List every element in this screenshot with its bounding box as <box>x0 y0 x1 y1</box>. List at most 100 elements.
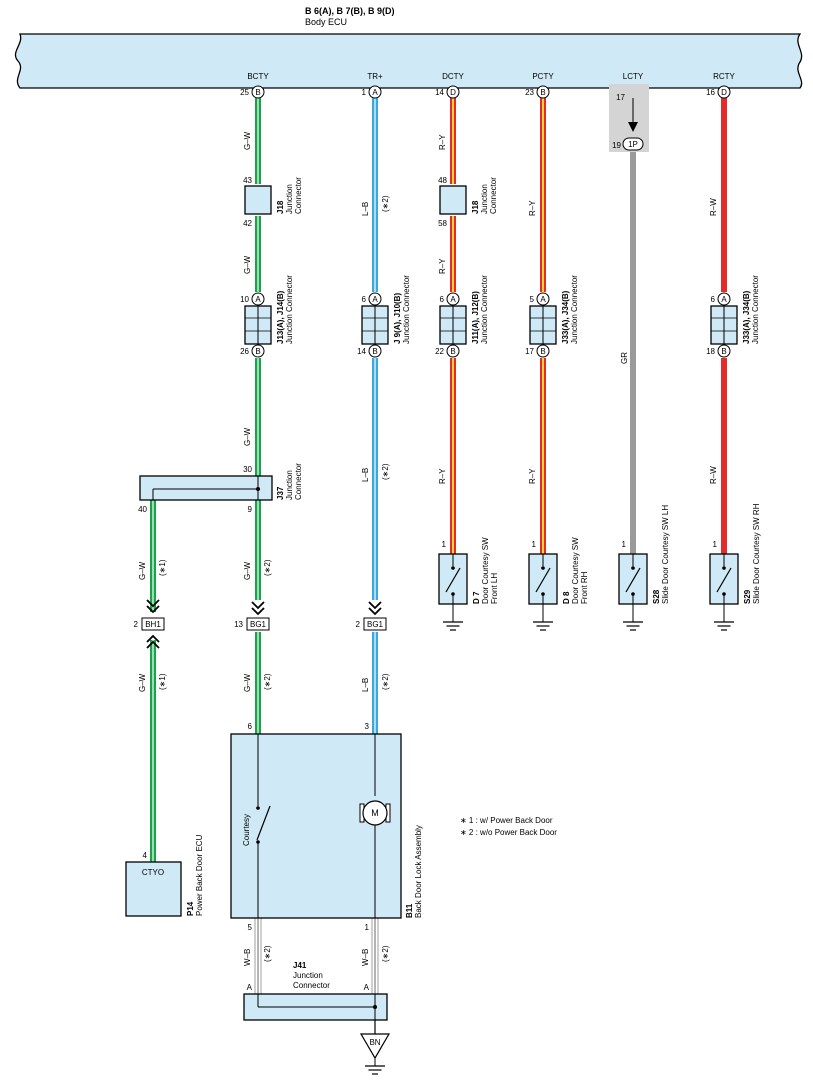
wire-lcty <box>630 98 636 554</box>
wire-label: G–W <box>243 673 252 692</box>
svg-text:9: 9 <box>248 505 253 514</box>
svg-text:P14: P14 <box>186 901 195 916</box>
svg-text:6: 6 <box>711 295 716 304</box>
wire-note: (∗2) <box>381 463 390 480</box>
svg-text:4: 4 <box>143 851 148 860</box>
terminal-tr: TR+ <box>367 72 383 81</box>
svg-text:D: D <box>450 88 456 97</box>
svg-text:2: 2 <box>356 620 361 629</box>
svg-text:1: 1 <box>365 923 370 932</box>
svg-text:6: 6 <box>248 722 253 731</box>
svg-text:30: 30 <box>243 465 252 474</box>
svg-text:43: 43 <box>243 176 252 185</box>
ground-bn: BN <box>359 1033 391 1075</box>
svg-text:Front RH: Front RH <box>580 571 589 604</box>
svg-text:40: 40 <box>138 505 147 514</box>
svg-text:J37: J37 <box>276 486 285 500</box>
svg-text:10: 10 <box>240 295 249 304</box>
svg-text:Back Door Lock Assembly: Back Door Lock Assembly <box>414 825 423 918</box>
wire-label: L–B <box>361 678 370 692</box>
wire-dcty <box>450 98 456 554</box>
wire-note: (∗2) <box>263 673 272 690</box>
svg-text:5: 5 <box>530 295 535 304</box>
wire-label: GR <box>620 352 629 364</box>
svg-text:1: 1 <box>442 540 447 549</box>
svg-text:J18: J18 <box>276 200 285 214</box>
terminal-bcty: BCTY <box>247 72 269 81</box>
wire-label: L–B <box>361 202 370 216</box>
wire-label: R–Y <box>528 468 537 484</box>
svg-text:Junction Connector: Junction Connector <box>751 275 760 344</box>
svg-text:13: 13 <box>234 620 243 629</box>
wire-note: (∗2) <box>381 195 390 212</box>
note-1: ∗ 1 : w/ Power Back Door <box>460 816 553 825</box>
svg-text:25: 25 <box>240 88 249 97</box>
svg-text:Connector: Connector <box>294 463 303 500</box>
svg-text:J18: J18 <box>471 200 480 214</box>
svg-text:A: A <box>247 983 253 992</box>
wire-note: (∗2) <box>263 559 272 576</box>
terminal-dcty: DCTY <box>442 72 464 81</box>
b11-back-door-lock-assembly: 6 3 5 1 Courtesy M B11 Back Door Lock As… <box>230 722 423 932</box>
svg-text:Connector: Connector <box>293 981 330 990</box>
wire-note: (∗2) <box>381 945 390 962</box>
svg-text:17: 17 <box>525 347 534 356</box>
svg-text:Junction Connector: Junction Connector <box>285 275 294 344</box>
svg-text:J33(A), J34(B): J33(A), J34(B) <box>561 290 570 344</box>
wire-label: G–W <box>243 255 252 274</box>
switch-d7: 1 D 7 Door Courtesy SW Front LH <box>438 537 499 631</box>
ecu-pin-dcty: D 14 <box>435 85 460 99</box>
svg-text:B: B <box>450 347 455 356</box>
svg-text:CTYO: CTYO <box>142 868 164 877</box>
j18-connector-dcty: 48 58 J18 Junction Connector <box>438 176 498 228</box>
j18-connector-bcty: 43 42 J18 Junction Connector <box>243 176 303 228</box>
svg-text:Door Courtesy SW: Door Courtesy SW <box>571 537 580 604</box>
wire-note: (∗1) <box>158 559 167 576</box>
svg-text:Connector: Connector <box>294 177 303 214</box>
svg-text:B: B <box>721 347 726 356</box>
wire-bcty <box>255 98 261 734</box>
svg-text:1: 1 <box>362 88 367 97</box>
svg-text:Junction Connector: Junction Connector <box>480 275 489 344</box>
svg-text:5: 5 <box>248 923 253 932</box>
bg1-connector-bcty: BG1 13 <box>234 601 270 631</box>
svg-text:B: B <box>540 347 545 356</box>
svg-text:Junction Connector: Junction Connector <box>402 275 411 344</box>
wire-label: G–W <box>138 561 147 580</box>
wire-label: W–B <box>361 949 370 966</box>
ecu-pin-rcty: D 16 <box>706 85 731 99</box>
svg-text:A: A <box>540 295 546 304</box>
svg-text:B: B <box>255 347 260 356</box>
svg-text:Junction: Junction <box>293 971 323 980</box>
svg-text:A: A <box>364 983 370 992</box>
ecu-pin-pcty: B 23 <box>525 85 550 99</box>
svg-text:Junction Connector: Junction Connector <box>570 275 579 344</box>
wire-label: R–Y <box>528 200 537 216</box>
wire-label: R–Y <box>438 258 447 274</box>
bg1-connector-tr: BG1 2 <box>356 601 387 631</box>
svg-text:A: A <box>372 88 378 97</box>
body-ecu <box>14 33 803 89</box>
svg-text:A: A <box>450 295 456 304</box>
svg-text:S28: S28 <box>652 589 661 604</box>
junction-connector-dcty: A B 6 22 J11(A), J12(B) Junction Connect… <box>435 275 489 358</box>
wire-note: (∗2) <box>263 945 272 962</box>
wire-note: (∗1) <box>158 673 167 690</box>
svg-text:Slide Door Courtesy SW LH: Slide Door Courtesy SW LH <box>661 505 670 604</box>
ecu-title: B 6(A), B 7(B), B 9(D) <box>305 6 395 16</box>
svg-text:14: 14 <box>357 347 366 356</box>
svg-text:18: 18 <box>706 347 715 356</box>
svg-text:BG1: BG1 <box>250 620 267 629</box>
wire-label: G–W <box>243 561 252 580</box>
svg-text:6: 6 <box>362 295 367 304</box>
svg-text:Courtesy: Courtesy <box>242 814 251 846</box>
svg-text:Junction: Junction <box>480 184 489 214</box>
svg-text:J11(A), J12(B): J11(A), J12(B) <box>471 291 480 344</box>
svg-text:58: 58 <box>438 219 447 228</box>
motor-icon: M <box>371 808 379 818</box>
svg-text:Power Back Door ECU: Power Back Door ECU <box>195 834 204 916</box>
wire-label: G–W <box>243 131 252 150</box>
svg-text:42: 42 <box>243 219 252 228</box>
lcty-connector: 17 1P 19 <box>612 93 644 151</box>
svg-text:J13(A), J14(B): J13(A), J14(B) <box>276 290 285 344</box>
